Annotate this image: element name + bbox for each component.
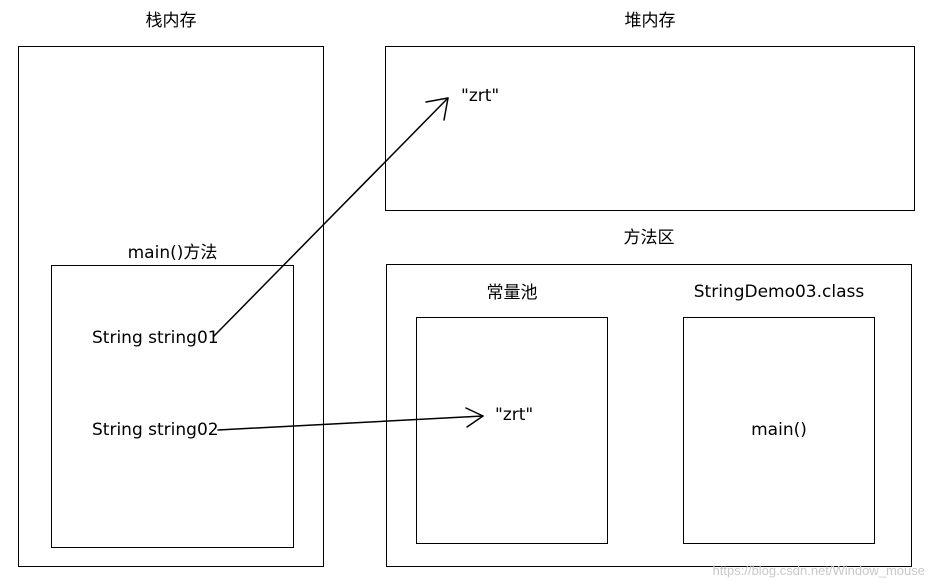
constant-pool-box <box>416 317 608 544</box>
heap-memory-title: 堆内存 <box>624 11 676 31</box>
method-area-title: 方法区 <box>623 228 675 248</box>
string01-variable: String string01 <box>92 328 219 348</box>
constant-pool-literal: "zrt" <box>495 405 534 425</box>
watermark-text: https://blog.csdn.net/Window_mouse <box>712 563 925 578</box>
main-method-frame <box>51 265 294 548</box>
heap-string-object: "zrt" <box>461 86 500 106</box>
heap-memory-box <box>385 46 915 211</box>
string02-variable: String string02 <box>92 420 219 440</box>
class-main-method: main() <box>751 420 807 440</box>
constant-pool-title: 常量池 <box>486 283 538 303</box>
class-area-box <box>683 317 875 544</box>
main-method-title: main()方法 <box>127 243 218 263</box>
stack-memory-title: 栈内存 <box>145 11 197 31</box>
class-area-title: StringDemo03.class <box>693 282 865 302</box>
